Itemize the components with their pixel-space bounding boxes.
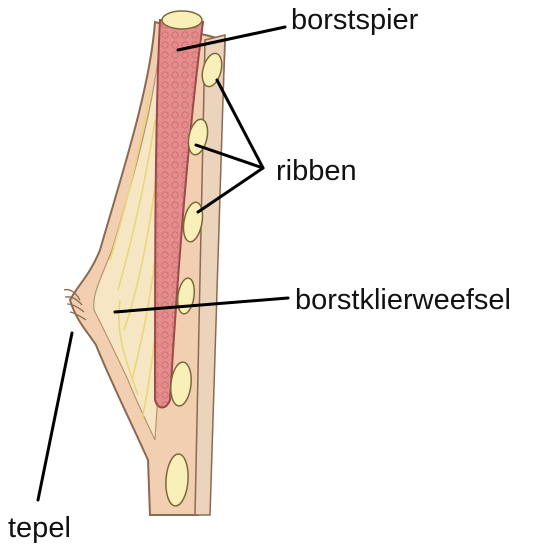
muscle-top-cap [162, 11, 202, 29]
label-ribben: ribben [276, 157, 357, 186]
label-borstklierweefsel: borstklierweefsel [295, 286, 511, 315]
leader-tepel [38, 333, 72, 500]
label-borstspier: borstspier [291, 6, 418, 35]
label-tepel: tepel [8, 514, 71, 543]
